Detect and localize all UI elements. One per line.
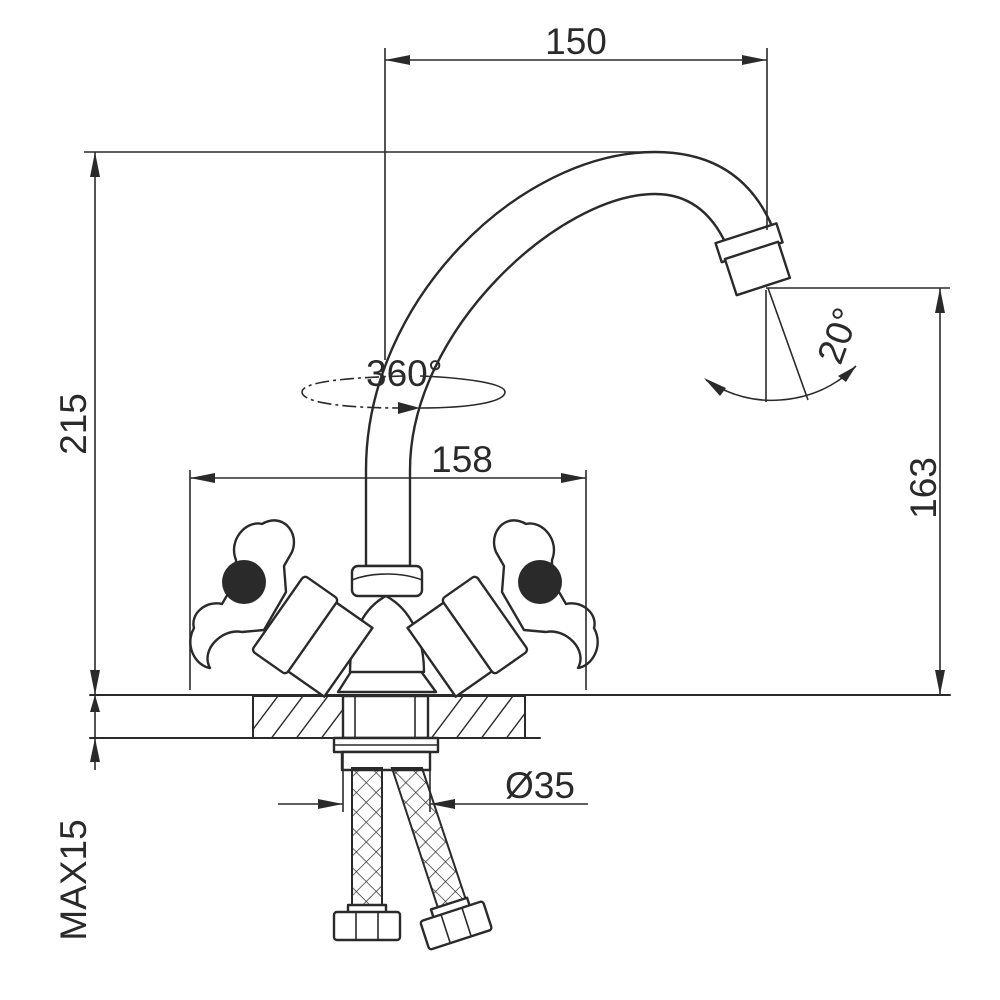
countertop-section bbox=[89, 694, 951, 739]
mounting-shank bbox=[332, 694, 440, 772]
dimension-diameter-label: Ø35 bbox=[505, 765, 575, 806]
dimension-215 bbox=[84, 151, 650, 695]
right-hose bbox=[390, 767, 493, 951]
left-hose bbox=[332, 767, 402, 942]
left-handle-dot bbox=[222, 560, 266, 604]
dimension-158-label: 158 bbox=[431, 439, 493, 480]
right-valve bbox=[406, 575, 529, 698]
dimension-diameter-35 bbox=[278, 752, 588, 812]
dimension-158 bbox=[189, 470, 587, 690]
dimension-20-label: 20° bbox=[809, 302, 867, 369]
dimension-215-label: 215 bbox=[53, 393, 94, 455]
dimension-max15-label: MAX15 bbox=[53, 819, 94, 940]
dimension-150 bbox=[384, 48, 768, 360]
left-cross-handle bbox=[189, 519, 295, 670]
dimension-163 bbox=[766, 287, 950, 695]
dimension-max15 bbox=[90, 695, 100, 770]
countertop-hatching bbox=[253, 696, 525, 738]
dimension-20-degrees bbox=[704, 287, 857, 402]
right-cross-handle bbox=[493, 519, 599, 670]
dimension-150-label: 150 bbox=[545, 21, 607, 62]
aerator bbox=[714, 222, 792, 297]
spout bbox=[364, 150, 774, 568]
rotation-indicator bbox=[301, 375, 506, 414]
dimension-163-label: 163 bbox=[903, 457, 944, 519]
left-valve bbox=[251, 575, 374, 698]
right-handle-dot bbox=[518, 560, 562, 604]
rotation-label: 360° bbox=[366, 353, 443, 394]
